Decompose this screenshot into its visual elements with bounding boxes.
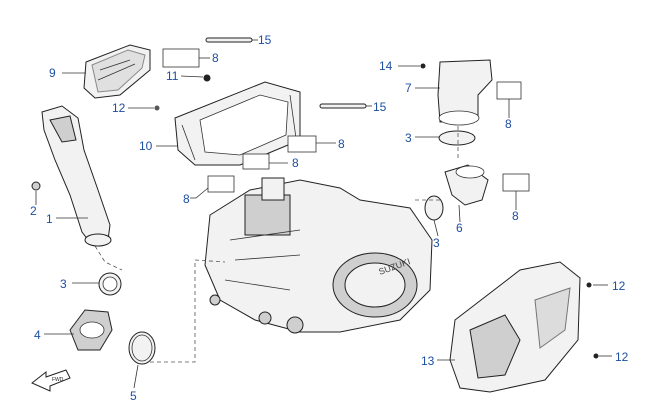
callout-8-f: 8: [512, 209, 519, 223]
callout-3-c: 3: [60, 277, 67, 291]
part-14-screw: [420, 63, 426, 69]
part-3-ring-right-upper: [438, 130, 476, 146]
callout-8-c: 8: [338, 137, 345, 151]
callout-11: 11: [166, 69, 179, 83]
part-12-screw-b: [586, 282, 592, 288]
callout-15-a: 15: [258, 33, 272, 47]
part-5-clamp: [128, 331, 156, 365]
callout-6: 6: [456, 221, 463, 235]
part-12-screw-c: [593, 353, 599, 359]
svg-text:FWD: FWD: [52, 377, 64, 383]
callout-15-b: 15: [373, 100, 387, 114]
callout-8-a: 8: [212, 51, 219, 65]
part-4-boot: [69, 309, 113, 351]
part-11-nut: [203, 74, 211, 82]
part-6-elbow: [444, 164, 489, 206]
part-1-inlet-duct: [41, 105, 112, 247]
ref-box-8-f: [502, 173, 530, 192]
callout-14: 14: [379, 59, 393, 73]
callout-8-b: 8: [505, 117, 512, 131]
part-3-ring-left: [98, 272, 122, 296]
ref-box-8-c: [287, 135, 317, 153]
callout-12-a: 12: [112, 101, 126, 115]
ref-box-8-b: [496, 81, 522, 100]
callout-10: 10: [139, 139, 153, 153]
callout-8-e: 8: [183, 192, 190, 206]
part-12-screw-a: [154, 105, 160, 111]
part-15-bolt-a: [205, 37, 253, 43]
ref-box-8-e: [207, 175, 235, 193]
part-7-intake-tube: [437, 59, 493, 126]
ref-box-8-a: [162, 48, 200, 68]
callout-12-b: 12: [612, 279, 626, 293]
part-9-filter-lid: [83, 44, 151, 99]
callout-1: 1: [46, 212, 53, 226]
part-3-ring-right-lower: [424, 195, 444, 221]
callout-5: 5: [130, 389, 137, 403]
callout-3-b: 3: [433, 236, 440, 250]
callout-4: 4: [34, 328, 41, 342]
engine-assembly: SUZUKI: [204, 177, 433, 334]
callout-12-c: 12: [615, 350, 629, 364]
part-10-air-box: [174, 81, 301, 166]
callout-9: 9: [49, 66, 56, 80]
part-13-cvt-cover: [449, 261, 581, 393]
callout-13: 13: [421, 354, 435, 368]
callout-2: 2: [30, 204, 37, 218]
front-arrow-icon: FWD: [31, 369, 71, 392]
part-15-bolt-b: [319, 103, 367, 109]
callout-8-d: 8: [292, 156, 299, 170]
callout-3-a: 3: [405, 131, 412, 145]
callout-7: 7: [405, 81, 412, 95]
part-2-clip: [31, 181, 41, 191]
ref-box-8-d: [242, 153, 270, 170]
